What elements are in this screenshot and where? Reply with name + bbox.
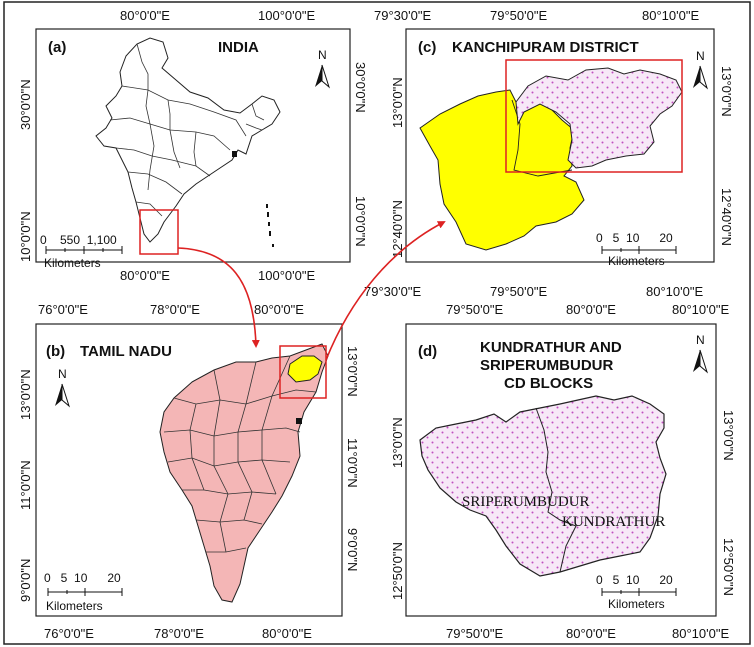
panel-c-top-tick: 79°30'0"E	[374, 8, 431, 23]
panel-c-right-tick: 13°0'0"N	[719, 66, 734, 117]
panel-d-title-line: SRIPERUMBUDUR	[480, 357, 614, 374]
andaman-islands	[232, 151, 274, 247]
panel-d-bottom-tick: 79°50'0"E	[446, 626, 503, 641]
panel-a-right-tick: 10°0'0"N	[353, 196, 368, 247]
north-arrow-icon: N	[693, 333, 709, 374]
panel-d-scale-unit: Kilometers	[608, 597, 665, 611]
panel-a: 80°0'0"E 100°0'0"E 80°0'0"E 100°0'0"E 30…	[18, 8, 368, 283]
panel-b-top-tick: 80°0'0"E	[254, 302, 304, 317]
panel-b: 76°0'0"E 78°0'0"E 80°0'0"E 76°0'0"E 78°0…	[18, 302, 360, 641]
tamil-nadu-district-borders	[163, 355, 317, 553]
panel-c-top-tick: 79°50'0"E	[490, 8, 547, 23]
panel-d-scale-values: 0 5 10 20	[596, 573, 673, 587]
panel-c-title: KANCHIPURAM DISTRICT	[452, 39, 639, 56]
tamil-nadu-inset-box	[139, 209, 179, 255]
panel-b-label: (b)	[46, 343, 65, 360]
svg-text:N: N	[696, 333, 705, 347]
panel-d-top-tick: 79°50'0"E	[446, 302, 503, 317]
panel-b-bottom-tick: 76°0'0"E	[44, 626, 94, 641]
panel-a-left-tick: 30°0'0"N	[18, 79, 33, 130]
panel-a-label: (a)	[48, 39, 66, 56]
panel-b-title: TAMIL NADU	[80, 343, 172, 360]
panel-a-bottom-tick: 80°0'0"E	[120, 268, 170, 283]
panel-c-scale-bar	[601, 246, 677, 254]
outer-frame	[3, 1, 751, 645]
block-label-kundrathur: KUNDRATHUR	[562, 514, 665, 530]
panel-b-left-tick: 13°0'0"N	[18, 369, 33, 420]
panel-b-top-tick: 78°0'0"E	[150, 302, 200, 317]
arrow-tamil-nadu-to-kanchipuram	[325, 221, 446, 361]
panel-a-title: INDIA	[218, 39, 259, 56]
panel-b-right-tick: 9°0'0"N	[345, 528, 360, 571]
panel-d-bottom-tick: 80°0'0"E	[566, 626, 616, 641]
panel-a-scale-unit: Kilometers	[44, 256, 101, 270]
panel-c-right-tick: 12°40'0"N	[719, 188, 734, 246]
kanchipuram-highlight	[287, 355, 323, 383]
panel-c-bottom-tick: 80°10'0"E	[646, 284, 703, 299]
panel-a-left-tick: 10°0'0"N	[18, 211, 33, 262]
panel-d-label: (d)	[418, 343, 437, 360]
panel-b-scale-unit: Kilometers	[46, 599, 103, 613]
arrow-india-to-tamil-nadu	[177, 247, 260, 348]
north-arrow-icon: N	[55, 367, 71, 408]
panel-d-left-tick: 12°50'0"N	[390, 542, 405, 600]
north-arrow-icon: N	[315, 48, 331, 89]
panel-b-left-tick: 11°0'0"N	[18, 460, 33, 510]
panel-d-right-tick: 12°50'0"N	[721, 538, 736, 596]
panel-b-scale-bar	[47, 588, 123, 596]
panel-b-bottom-tick: 78°0'0"E	[154, 626, 204, 641]
panel-a-bottom-tick: 100°0'0"E	[258, 268, 315, 283]
panel-b-left-tick: 9°0'0"N	[18, 559, 33, 602]
panel-a-frame	[35, 28, 351, 263]
tamil-nadu-state	[159, 343, 329, 603]
panel-c-left-tick: 12°40'0"N	[390, 200, 405, 258]
panel-a-scale-bar	[45, 246, 123, 254]
panel-d-right-tick: 13°0'0"N	[721, 410, 736, 461]
chennai-mark	[296, 418, 302, 424]
panel-c-scale-values: 0 5 10 20	[596, 231, 673, 245]
panel-b-right-tick: 13°0'0"N	[345, 346, 360, 397]
panel-c-top-tick: 80°10'0"E	[642, 8, 699, 23]
svg-text:N: N	[58, 367, 67, 381]
panel-a-top-tick: 100°0'0"E	[258, 8, 315, 23]
panel-a-scale-values: 0 550 1,100	[40, 233, 117, 247]
panel-d-title-line: KUNDRATHUR AND	[480, 339, 622, 356]
panel-d-top-tick: 80°0'0"E	[566, 302, 616, 317]
cd-blocks-inset-box	[505, 59, 683, 173]
panel-b-scale-values: 0 5 10 20	[44, 571, 121, 585]
block-label-sriperumbudur: SRIPERUMBUDUR	[462, 494, 590, 510]
panel-b-bottom-tick: 80°0'0"E	[262, 626, 312, 641]
kundrathur-sriperumbudur-blocks	[419, 395, 667, 577]
panel-a-top-tick: 80°0'0"E	[120, 8, 170, 23]
panel-d: 79°50'0"E 80°0'0"E 80°10'0"E 79°50'0"E 8…	[390, 302, 736, 641]
panel-c-left-tick: 13°0'0"N	[390, 77, 405, 128]
north-arrow-icon: N	[693, 49, 709, 90]
block-boundary	[535, 407, 577, 573]
panel-c: 79°30'0"E 79°50'0"E 80°10'0"E 79°30'0"E …	[364, 8, 734, 299]
panel-c-scale-unit: Kilometers	[608, 254, 665, 268]
india-state-borders	[109, 43, 247, 217]
panel-a-right-tick: 30°0'0"N	[353, 62, 368, 113]
panel-b-right-tick: 11°0'0"N	[345, 438, 360, 488]
panel-d-left-tick: 13°0'0"N	[390, 417, 405, 468]
panel-d-bottom-tick: 80°10'0"E	[672, 626, 729, 641]
panel-d-top-tick: 80°10'0"E	[672, 302, 729, 317]
svg-text:N: N	[696, 49, 705, 63]
panel-b-top-tick: 76°0'0"E	[38, 302, 88, 317]
panel-c-label: (c)	[418, 39, 436, 56]
cd-blocks-region	[515, 67, 683, 169]
panel-c-bottom-tick: 79°30'0"E	[364, 284, 421, 299]
panel-d-title-line: CD BLOCKS	[504, 375, 593, 392]
panel-c-bottom-tick: 79°50'0"E	[490, 284, 547, 299]
svg-text:N: N	[318, 48, 327, 62]
kanchipuram-inset-box	[279, 345, 327, 399]
panel-d-scale-bar	[601, 588, 677, 596]
india-northeast	[245, 103, 265, 131]
